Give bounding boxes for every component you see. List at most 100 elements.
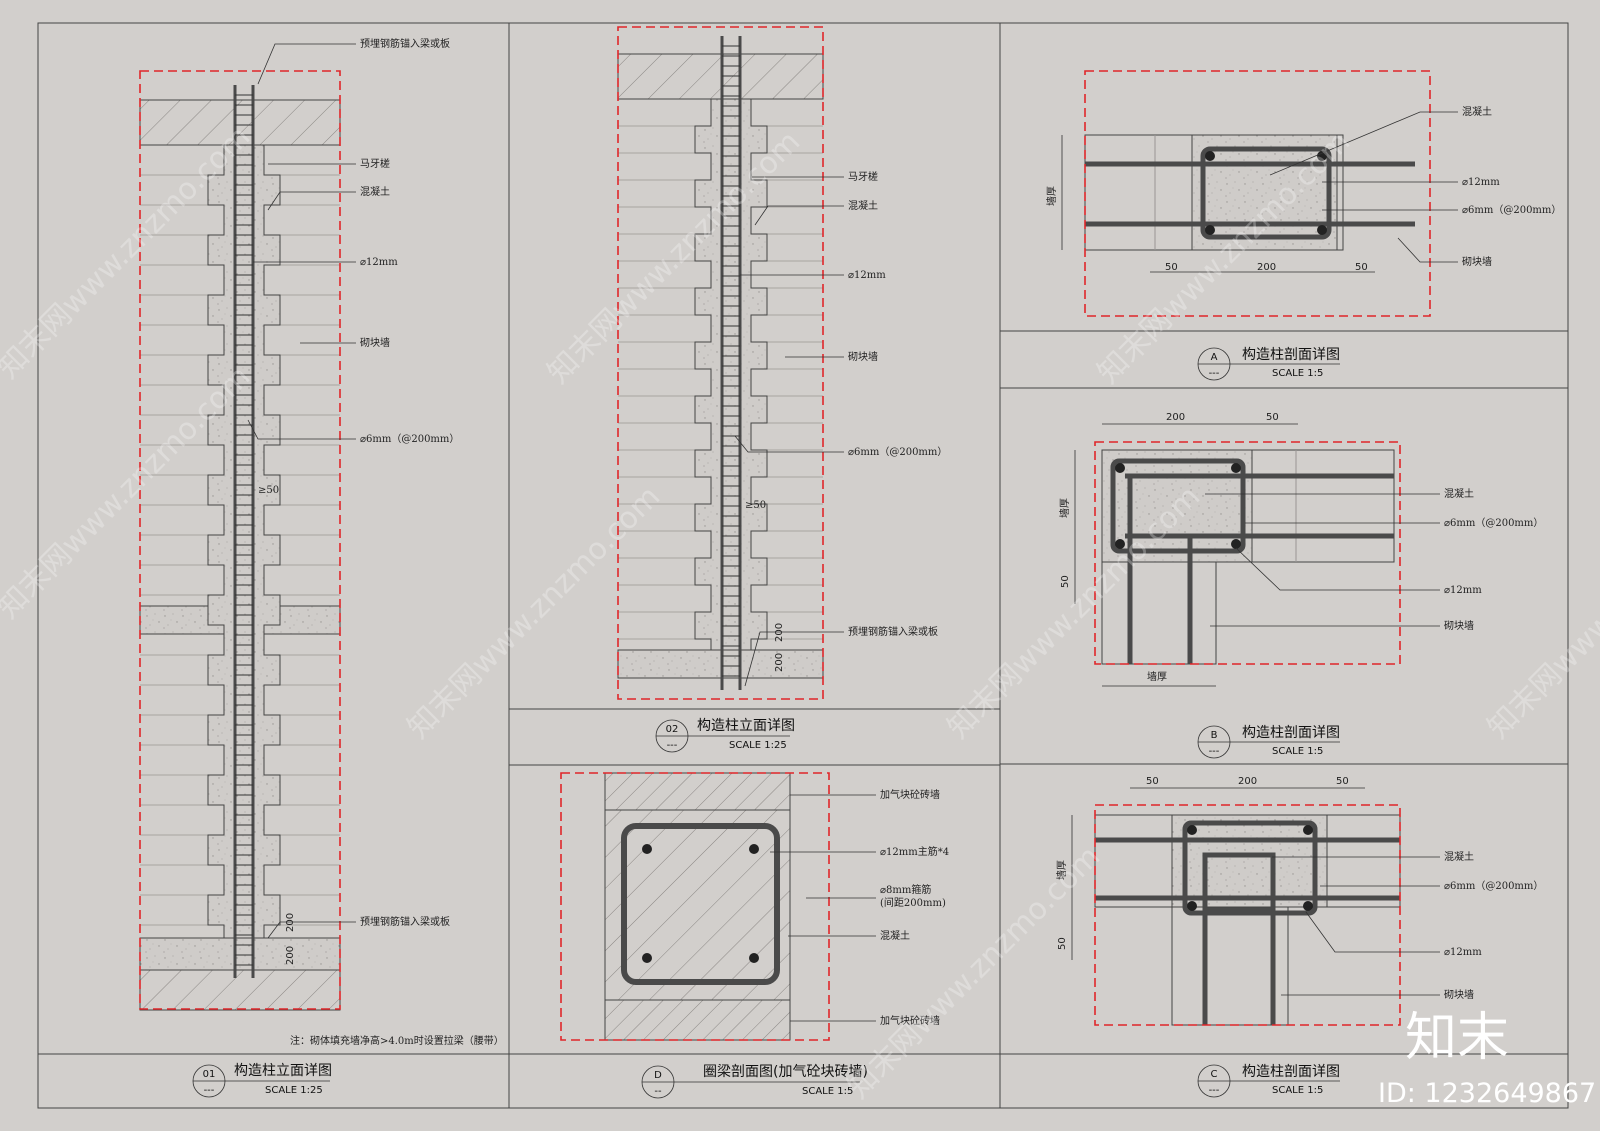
- column-concrete: [1171, 814, 1328, 908]
- label-d12: ⌀12mm: [848, 270, 886, 281]
- dim-200-b: 200: [285, 946, 296, 965]
- svg-text:圈梁剖面图(加气砼块砖墙): 圈梁剖面图(加气砼块砖墙): [703, 1064, 868, 1080]
- dim-wall-thick-h: 墙厚: [1147, 670, 1167, 683]
- label-anchor-bottom: 预埋钢筋锚入梁或板: [360, 915, 450, 928]
- tooth-column-outline: [207, 144, 281, 939]
- svg-text:SCALE 1:5: SCALE 1:5: [1272, 1085, 1323, 1096]
- dim-200-b: 200: [774, 653, 785, 672]
- dimension-lines: [1071, 787, 1440, 996]
- dimension-lines: [1061, 111, 1458, 273]
- dim-wall-thick: 墙厚: [1055, 860, 1068, 880]
- title-block-02: 02 --- 构造柱立面详图 SCALE 1:25: [655, 718, 795, 753]
- svg-text:---: ---: [1209, 746, 1220, 757]
- svg-text:SCALE 1:5: SCALE 1:5: [1272, 746, 1323, 757]
- svg-text:C: C: [1211, 1069, 1218, 1080]
- svg-text:SCALE 1:5: SCALE 1:5: [802, 1086, 853, 1097]
- dim-50-v: 50: [1057, 937, 1068, 950]
- leader-lines: [734, 176, 844, 687]
- main-bar: [749, 953, 759, 963]
- panel-D-ring-beam-section: 加气块砼砖墙 ⌀12mm主筋*4 ⌀8mm箍筋 (间距200mm) 混凝土 加气…: [560, 772, 949, 1041]
- label-block-wall: 砌块墙: [1462, 255, 1492, 268]
- leader-line: [734, 435, 844, 453]
- title-block-01: 01 --- 构造柱立面详图 SCALE 1:25: [192, 1063, 332, 1098]
- dim-200: 200: [1257, 262, 1276, 273]
- svg-text:B: B: [1211, 730, 1218, 741]
- dim-50-right: 50: [1355, 262, 1368, 273]
- tooth-column-outline: [694, 98, 768, 651]
- label-block-wall: 砌块墙: [1444, 619, 1474, 632]
- label-block-wall: 砌块墙: [360, 336, 390, 349]
- label-main-bar: ⌀12mm主筋*4: [880, 845, 949, 858]
- svg-text:构造柱立面详图: 构造柱立面详图: [697, 718, 795, 734]
- stirrup: [1110, 458, 1246, 554]
- dim-200-a: 200: [285, 913, 296, 932]
- label-d6: ⌀6mm（@200mm）: [1444, 880, 1543, 892]
- panel-01-elevation: 预埋钢筋锚入梁或板 马牙槎 混凝土 ⌀12mm 砌块墙 ⌀6mm（@200mm）…: [139, 37, 504, 1047]
- column-rebar: [233, 85, 255, 978]
- leader-line: [257, 43, 356, 85]
- dim-50-left: 50: [1146, 776, 1159, 787]
- label-concrete: 混凝土: [1444, 487, 1474, 500]
- dim-200: 200: [1238, 776, 1257, 787]
- label-concrete: 混凝土: [880, 929, 910, 942]
- leader-lines: [247, 43, 356, 939]
- aerated-wall-bottom: [604, 999, 791, 1041]
- svg-text:SCALE 1:25: SCALE 1:25: [265, 1085, 323, 1096]
- svg-text:知末网www.znzmo.com: 知末网www.znzmo.com: [401, 479, 667, 745]
- label-concrete: 混凝土: [1462, 105, 1492, 118]
- title-block-D: D -- 圈梁剖面图(加气砼块砖墙) SCALE 1:5: [641, 1064, 868, 1099]
- leader-line: [247, 419, 356, 440]
- label-d6: ⌀6mm（@200mm）: [360, 433, 459, 445]
- detail-boundary: [1094, 441, 1401, 665]
- label-d6: ⌀6mm（@200mm）: [1462, 204, 1561, 216]
- stirrup: [1182, 820, 1318, 916]
- label-ge50: ≥50: [258, 485, 279, 496]
- label-aerated-bottom: 加气块砼砖墙: [880, 1014, 940, 1027]
- svg-text:01: 01: [203, 1069, 216, 1080]
- leader-line: [267, 921, 356, 939]
- aerated-wall-top: [604, 772, 791, 811]
- column-rebar: [720, 36, 742, 690]
- svg-text:---: ---: [1209, 1085, 1220, 1096]
- detail-boundary: [139, 70, 341, 1010]
- svg-text:构造柱立面详图: 构造柱立面详图: [234, 1063, 332, 1079]
- panel-02-elevation: 马牙槎 混凝土 ⌀12mm 砌块墙 ⌀6mm（@200mm） ≥50 预埋钢筋锚…: [617, 26, 947, 700]
- svg-text:02: 02: [666, 724, 679, 735]
- dim-200: 200: [1166, 412, 1185, 423]
- label-concrete: 混凝土: [848, 199, 878, 212]
- stirrup: [1200, 146, 1332, 240]
- svg-text:---: ---: [1209, 368, 1220, 379]
- svg-text:---: ---: [204, 1085, 215, 1096]
- leader-lines: [770, 794, 876, 1022]
- dim-50-right: 50: [1336, 776, 1349, 787]
- svg-text:--: --: [654, 1086, 662, 1097]
- svg-text:---: ---: [667, 740, 678, 751]
- svg-text:知末网www.znzmo.com: 知末网www.znzmo.com: [841, 839, 1107, 1105]
- note-text: 注：砌体填充墙净高>4.0m时设置拉梁（腰带）: [290, 1034, 504, 1047]
- label-block-wall: 砌块墙: [848, 350, 878, 363]
- label-d12: ⌀12mm: [1444, 585, 1482, 596]
- label-block-wall: 砌块墙: [1444, 988, 1474, 1001]
- main-bar: [749, 844, 759, 854]
- title-block-A: A --- 构造柱剖面详图 SCALE 1:5: [1197, 347, 1340, 381]
- svg-text:构造柱剖面详图: 构造柱剖面详图: [1242, 347, 1340, 363]
- detail-boundary: [1094, 804, 1401, 1026]
- dim-50-top: 50: [1266, 412, 1279, 423]
- label-d12: ⌀12mm: [360, 257, 398, 268]
- main-bar: [642, 844, 652, 854]
- label-anchor-top: 预埋钢筋锚入梁或板: [360, 37, 450, 50]
- dimension-lines: [1074, 423, 1440, 687]
- label-ge50: ≥50: [745, 500, 766, 511]
- image-id: ID: 1232649867: [1378, 1078, 1596, 1109]
- svg-text:构造柱剖面详图: 构造柱剖面详图: [1242, 1064, 1340, 1080]
- title-block-B: B --- 构造柱剖面详图 SCALE 1:5: [1197, 725, 1340, 759]
- title-block-C: C --- 构造柱剖面详图 SCALE 1:5: [1197, 1064, 1340, 1098]
- main-bar: [642, 953, 652, 963]
- wall-vertical: [1171, 906, 1289, 1026]
- dim-wall-thick: 墙厚: [1045, 186, 1058, 206]
- svg-text:A: A: [1211, 352, 1218, 363]
- svg-text:D: D: [654, 1070, 662, 1081]
- label-stirrup: ⌀8mm箍筋: [880, 883, 931, 896]
- label-anchor-bottom: 预埋钢筋锚入梁或板: [848, 625, 938, 638]
- detail-boundary: [1084, 70, 1431, 317]
